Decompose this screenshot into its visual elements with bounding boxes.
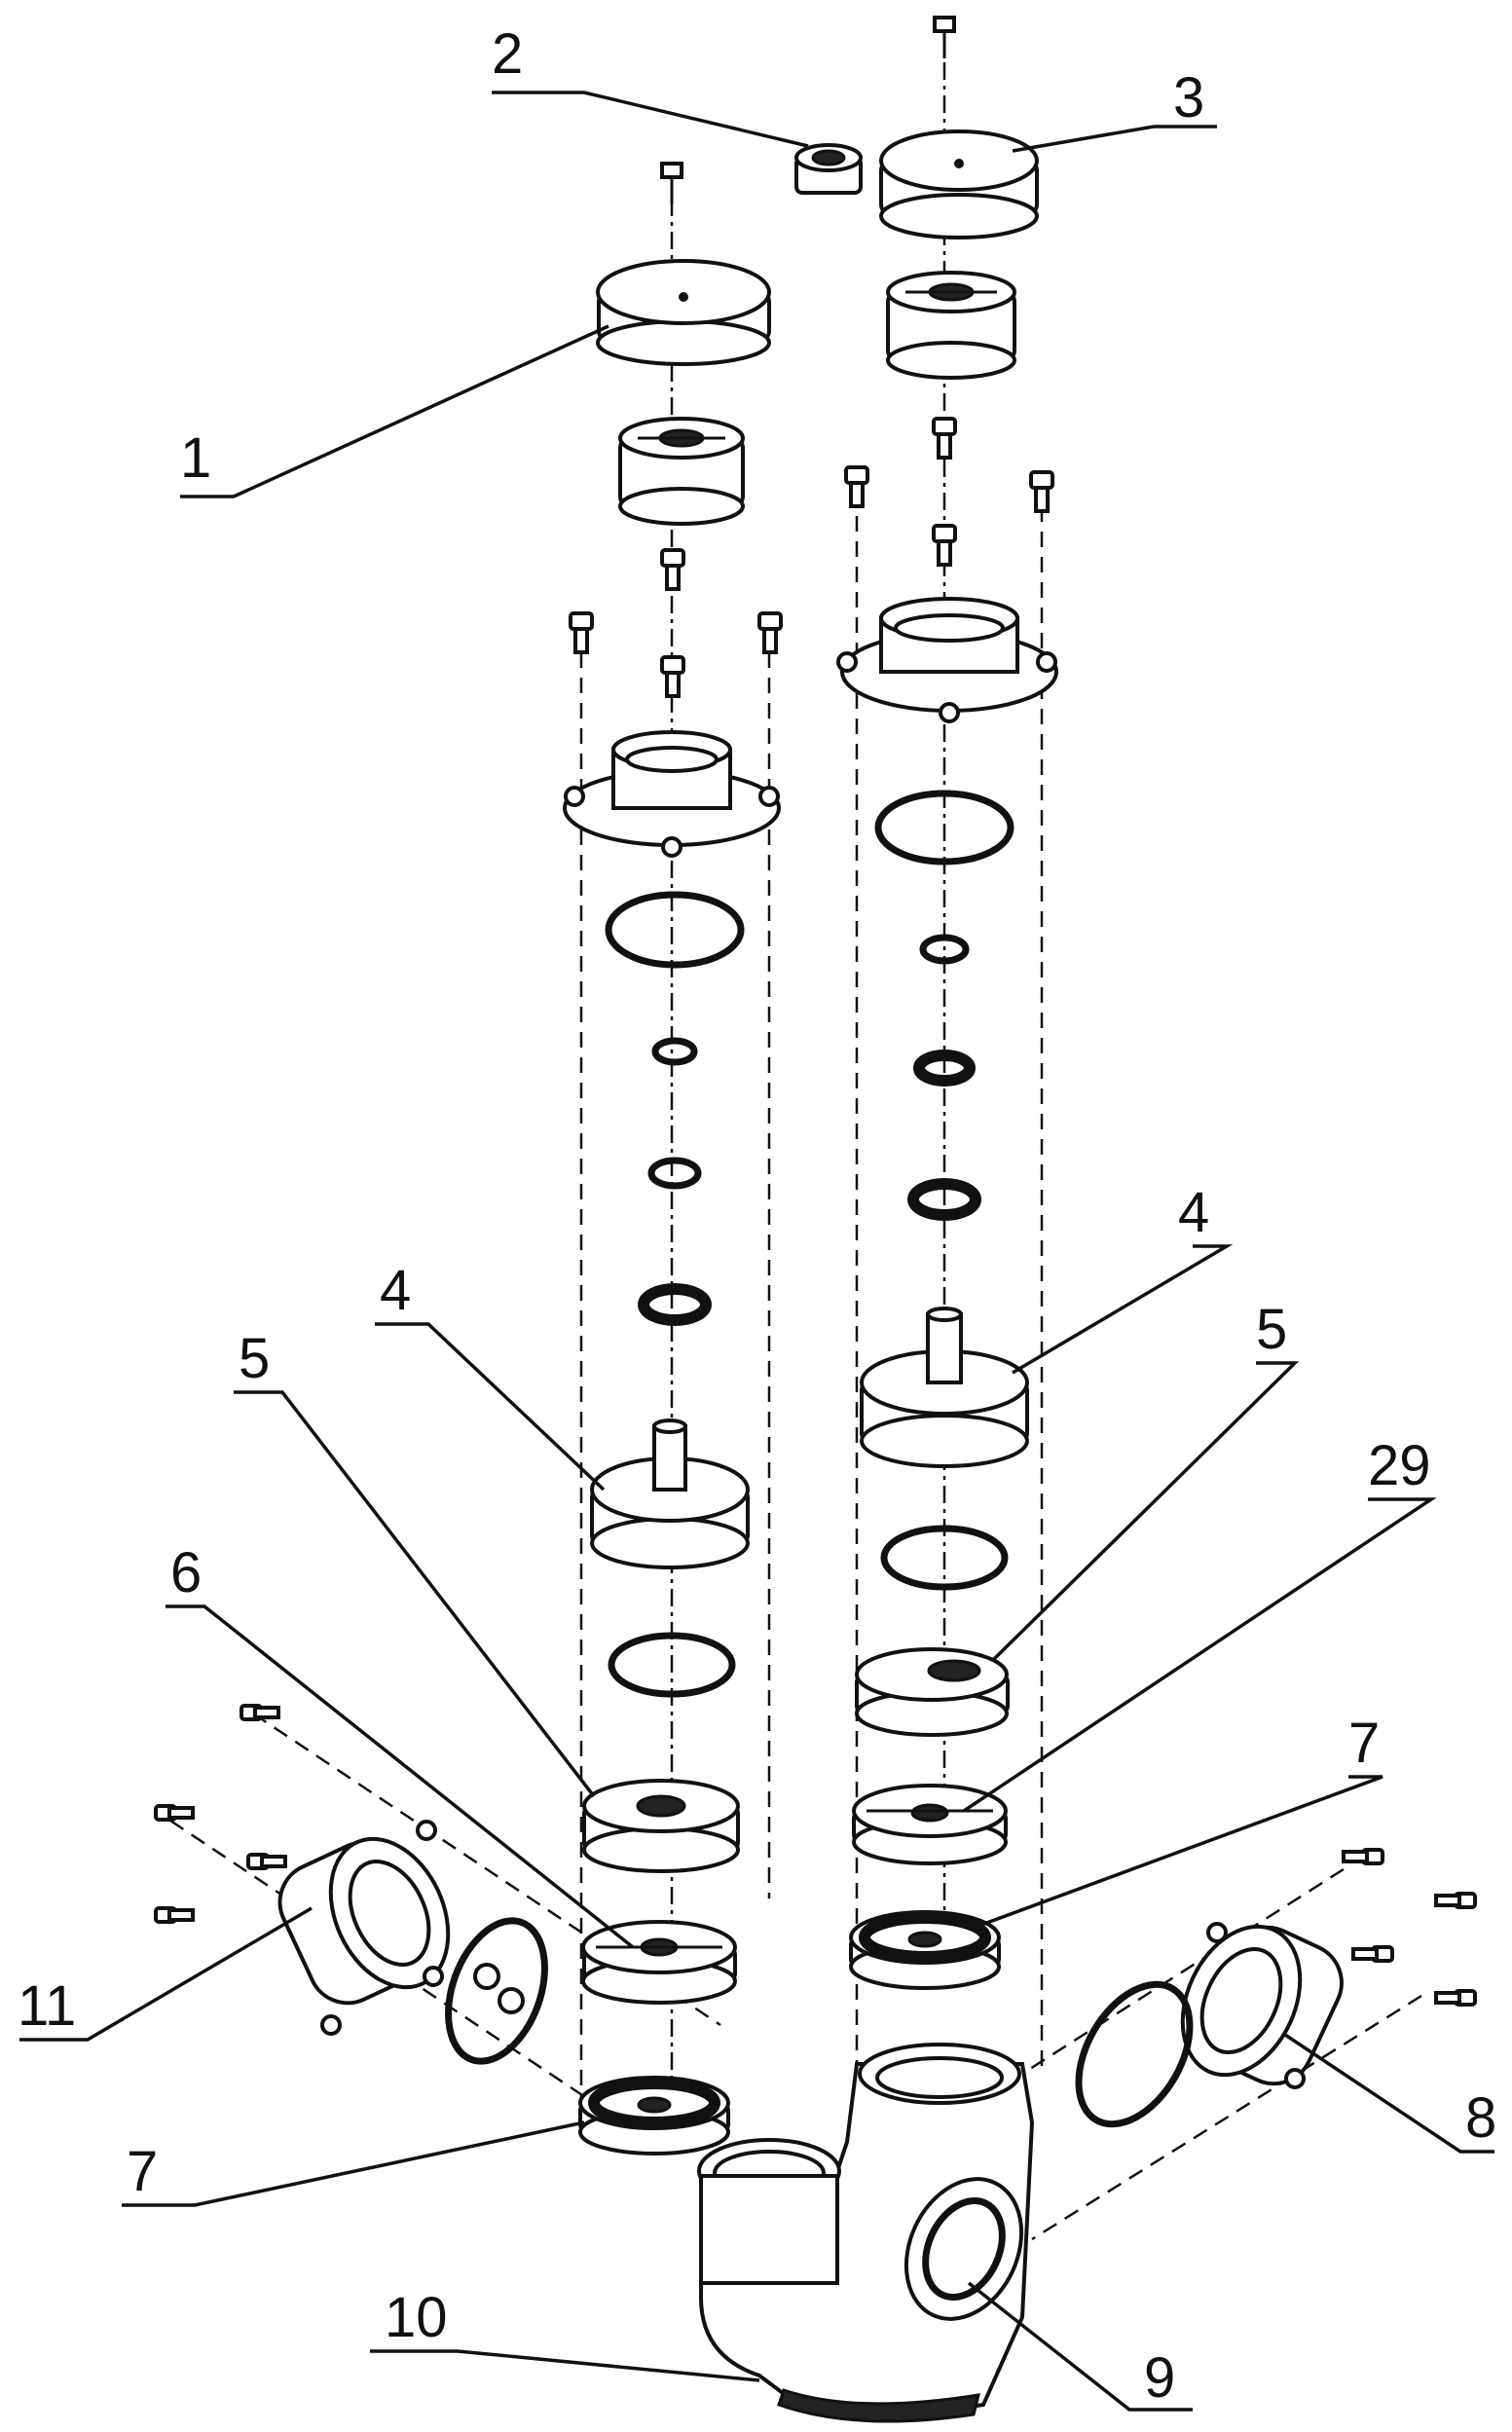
- label-part-5-right: 5: [1256, 1298, 1287, 1361]
- left-grate-disc-part-7: [578, 2076, 730, 2156]
- left-cam-disc: [618, 417, 745, 526]
- side-guide-right-1: [1021, 1867, 1345, 2076]
- right-column-o-rings: [874, 790, 1014, 1591]
- top-screw-right: [933, 16, 956, 58]
- right-seal-disc-part-29: [852, 1784, 1008, 1865]
- label-part-5-left: 5: [239, 1327, 270, 1390]
- outlet-port-part-9: [904, 2177, 1024, 2321]
- label-part-10: 10: [385, 2286, 448, 2349]
- leader-lines: [19, 91, 1494, 2412]
- right-cam-disc: [886, 271, 1016, 380]
- label-part-7-right: 7: [1348, 1712, 1380, 1775]
- label-part-1: 1: [180, 426, 211, 490]
- left-top-cap: [563, 730, 781, 858]
- side-guide-right-2: [1031, 1994, 1422, 2241]
- label-part-7-left: 7: [127, 2140, 158, 2203]
- side-guide-left-2: [169, 1819, 624, 2124]
- label-part-4-left: 4: [380, 1259, 411, 1322]
- left-spacer-part-5: [582, 1779, 740, 1873]
- right-side-cover-part-8: [1180, 1922, 1344, 2089]
- left-column-o-rings: [605, 891, 745, 1698]
- left-seal-disc-part-6: [581, 1920, 737, 2005]
- left-piston-part-4: [590, 1419, 750, 1569]
- label-part-4-right: 4: [1178, 1181, 1209, 1244]
- left-column-bolts: [569, 548, 783, 698]
- right-side-gasket: [1075, 1980, 1194, 2128]
- left-side-cover-part-11: [277, 1820, 451, 2036]
- label-part-2: 2: [492, 22, 523, 86]
- top-screw-left: [660, 162, 683, 204]
- right-piston-part-4: [860, 1307, 1029, 1468]
- large-gear-part-3: [879, 129, 1039, 240]
- right-grate-disc-part-7: [849, 1910, 1001, 1990]
- label-part-3: 3: [1173, 66, 1204, 129]
- label-part-11: 11: [18, 1974, 76, 2038]
- right-column-bolts: [844, 417, 1054, 567]
- label-part-8: 8: [1465, 2086, 1496, 2150]
- label-part-6: 6: [170, 1541, 202, 1604]
- right-side-screws: [1342, 1848, 1477, 2007]
- valve-body-part-10: [697, 2043, 1035, 2423]
- right-top-cap: [836, 597, 1058, 723]
- part-labels: 1 2 3 4 4 5 5 29 6 7 7 11 8 10 9: [18, 22, 1496, 2410]
- left-side-gasket: [445, 1917, 548, 2065]
- label-part-9: 9: [1144, 2346, 1175, 2410]
- right-spacer-part-5: [855, 1647, 1010, 1737]
- left-side-screws: [154, 1704, 287, 1924]
- small-gear-part-2: [794, 143, 863, 195]
- left-gear-disc-part-1: [596, 259, 771, 366]
- label-part-29: 29: [1368, 1434, 1431, 1497]
